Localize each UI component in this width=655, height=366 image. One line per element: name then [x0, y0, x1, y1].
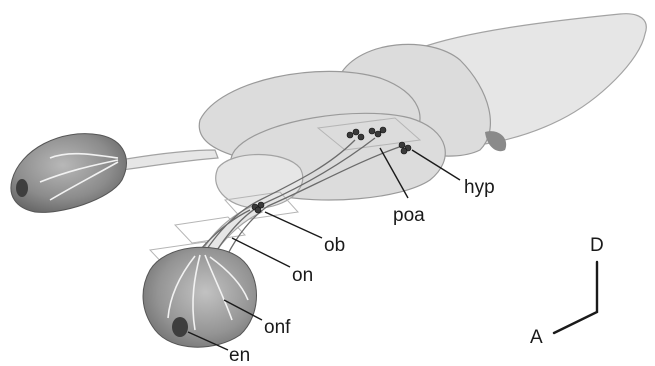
axis-label-dorsal: D — [590, 235, 604, 256]
label-poa: poa — [393, 205, 425, 226]
label-ob: ob — [324, 235, 345, 256]
left-olfactory-rosette — [11, 134, 126, 213]
orientation-axes — [554, 262, 597, 333]
left-olfactory-nerve — [120, 150, 218, 170]
label-hyp: hyp — [464, 177, 495, 198]
right-olfactory-rosette — [143, 247, 256, 347]
leader-ob — [265, 212, 322, 238]
axis-label-anterior: A — [530, 327, 543, 348]
label-on: on — [292, 265, 313, 286]
left-nostril — [16, 179, 28, 197]
label-en: en — [229, 345, 250, 366]
right-nostril — [172, 317, 188, 337]
label-onf: onf — [264, 317, 291, 338]
